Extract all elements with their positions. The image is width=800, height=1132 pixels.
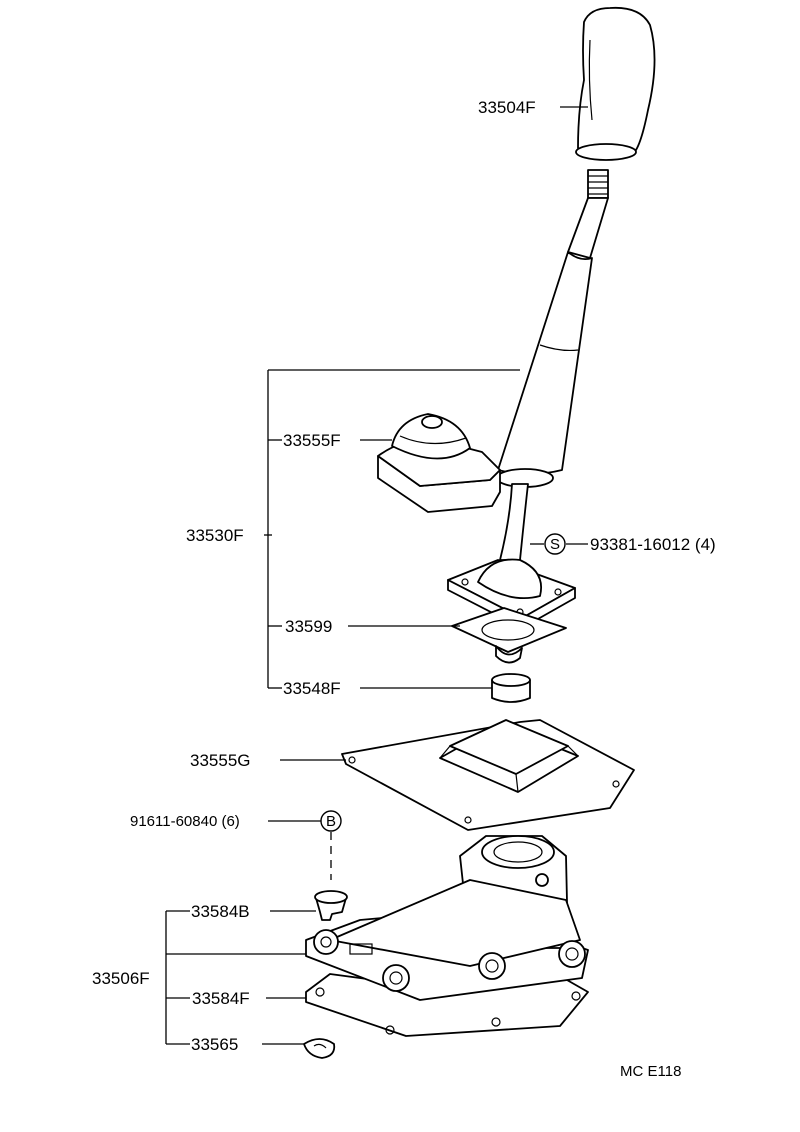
label-bushing: 33548F: [283, 679, 341, 698]
bolt-marker-circle: S: [544, 533, 566, 555]
console-boot: [341, 719, 635, 831]
label-housing-gasket: 33584F: [192, 989, 250, 1008]
screw-marker-letter: B: [326, 813, 336, 830]
retainer-gasket: [451, 607, 567, 664]
collar: [314, 890, 348, 921]
label-housing-assy: 33506F: [92, 969, 150, 988]
label-clip: 33565: [191, 1035, 238, 1054]
bushing: [491, 673, 531, 703]
label-retainer-gasket: 33599: [285, 617, 332, 636]
screw-marker-circle: B: [320, 810, 342, 832]
shift-lever: [496, 169, 609, 561]
shift-housing: [305, 835, 589, 1037]
label-collar: 33584B: [191, 902, 250, 921]
upper-boot: [377, 413, 501, 513]
clip: [303, 1038, 336, 1059]
leader-lines: [165, 106, 588, 1045]
label-screw: 91611-60840 (6): [130, 813, 240, 830]
label-console-boot: 33555G: [190, 751, 251, 770]
shift-knob: [575, 6, 656, 161]
label-knob: 33504F: [478, 98, 536, 117]
bolt-marker-letter: S: [550, 536, 560, 553]
label-boot: 33555F: [283, 431, 341, 450]
label-bolt: 93381-16012 (4): [590, 535, 716, 554]
figure-code: MC E118: [620, 1063, 681, 1080]
label-shift-lever-assy: 33530F: [186, 526, 244, 545]
